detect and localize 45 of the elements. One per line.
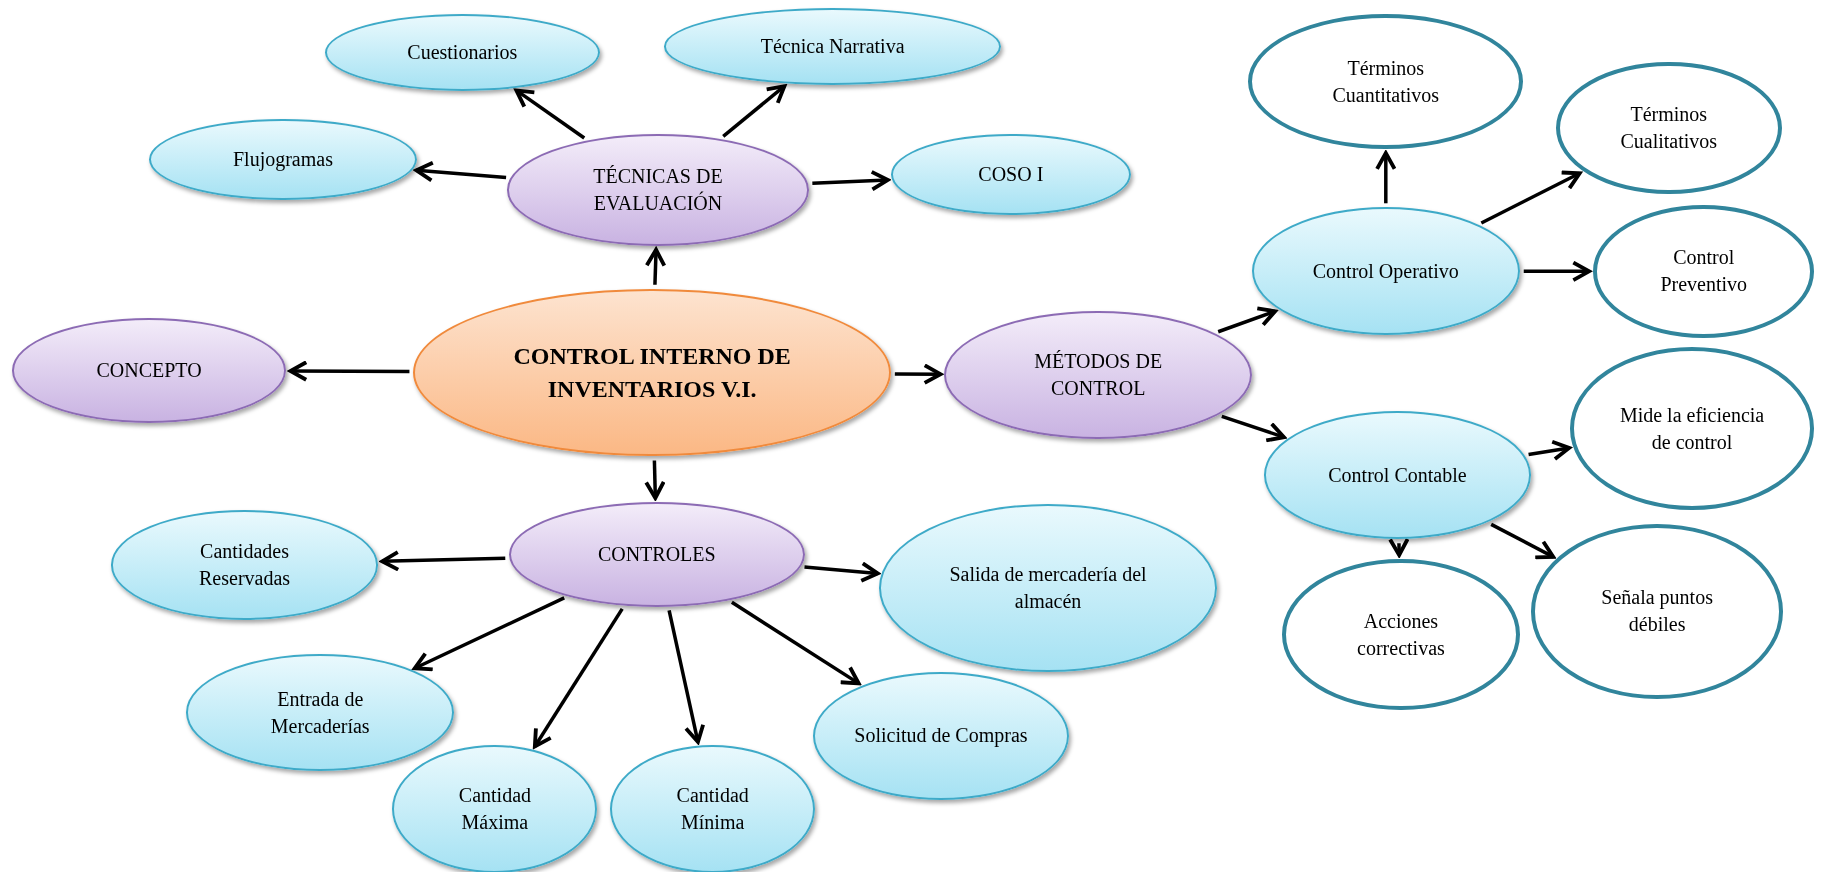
arrow (644, 460, 666, 500)
arrow (1528, 439, 1572, 461)
node-label: Mide la eficiencia de control (1618, 402, 1766, 455)
arrow (1221, 414, 1286, 443)
node-label: CONTROLES (597, 541, 716, 567)
node-label: COSO I (978, 162, 1044, 188)
node-label: Señala puntos débiles (1600, 585, 1714, 638)
arrow (804, 561, 880, 583)
node-label: Cantidad Máxima (457, 783, 532, 836)
arrow (812, 169, 890, 192)
arrow (414, 160, 507, 183)
node-label: CONTROL INTERNO DE INVENTARIOS V.I. (512, 342, 792, 404)
node-label: Control Contable (1328, 462, 1467, 488)
node-label: Términos Cualitativos (1619, 102, 1719, 155)
node-label: Entrada de Mercaderías (269, 686, 371, 739)
arrow (1480, 170, 1582, 225)
node-label: Solicitud de Compras (854, 723, 1028, 749)
arrow (1490, 522, 1556, 560)
node-label: MÉTODOS DE CONTROL (1033, 348, 1164, 401)
arrow (412, 596, 565, 672)
node-label: TÉCNICAS DE EVALUACIÓN (592, 163, 724, 216)
node-label: Acciones correctivas (1356, 608, 1446, 661)
node-label: Control Operativo (1312, 258, 1459, 285)
arrow (514, 88, 586, 140)
arrow (1375, 151, 1397, 204)
arrow (1217, 306, 1277, 334)
node-label: CONCEPTO (96, 357, 202, 383)
arrow (288, 360, 410, 382)
arrow (380, 550, 506, 572)
arrow (1523, 260, 1591, 282)
node-label: Términos Cuantitativos (1331, 55, 1441, 108)
node-label: Cantidad Mínima (675, 783, 750, 836)
arrow (644, 247, 667, 285)
arrow (532, 607, 624, 749)
node-label: Cuestionarios (407, 39, 518, 65)
node-label: Técnica Narrativa (760, 34, 905, 60)
arrow (894, 363, 943, 385)
arrow (730, 600, 861, 686)
arrow (667, 610, 706, 744)
node-label: Flujogramas (232, 147, 333, 173)
arrow (1388, 537, 1410, 557)
node-label: Salida de mercadería del almacén (948, 562, 1148, 615)
node-label: Cantidades Reservadas (198, 538, 292, 591)
arrow (722, 84, 787, 138)
node-label: Control Preventivo (1659, 245, 1749, 298)
